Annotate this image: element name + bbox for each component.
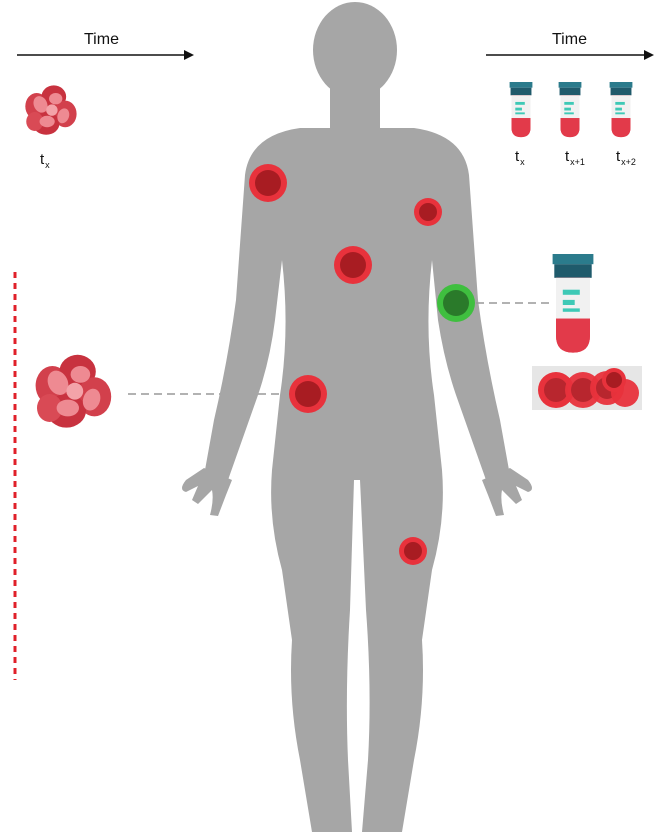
left-sample-label: tx xyxy=(40,151,50,169)
lesion-chest-left xyxy=(414,198,442,226)
lesion-shoulder-right xyxy=(249,164,287,202)
tube-label-sub: x xyxy=(520,157,525,167)
lesion-thigh xyxy=(399,537,427,565)
tissue-biopsy-large-icon xyxy=(36,355,112,428)
left-sample-main: t xyxy=(40,151,44,168)
blood-tube-icon-tx2 xyxy=(610,82,633,137)
right-time-label: Time xyxy=(552,31,587,49)
tube-label-main: t xyxy=(515,148,519,165)
circulating-cells-icon xyxy=(532,366,642,410)
left-time-arrow xyxy=(17,50,194,60)
blood-tube-icon-tx xyxy=(510,82,533,137)
tube-label-sub: x+2 xyxy=(621,157,636,167)
body-silhouette-icon xyxy=(182,2,532,832)
tube-label-sub: x+1 xyxy=(570,157,585,167)
lesion-hip xyxy=(289,375,327,413)
left-time-label: Time xyxy=(84,31,119,49)
tube-label-tx2: tx+2 xyxy=(616,148,636,166)
lesion-chest-center xyxy=(334,246,372,284)
lesion-arm-green xyxy=(437,284,475,322)
tube-label-tx: tx xyxy=(515,148,525,166)
right-time-arrow xyxy=(486,50,654,60)
tube-label-main: t xyxy=(616,148,620,165)
tube-label-main: t xyxy=(565,148,569,165)
blood-tube-icon-large xyxy=(553,254,594,353)
blood-tube-icon-tx1 xyxy=(559,82,582,137)
left-sample-sub: x xyxy=(45,160,50,170)
tissue-biopsy-icon xyxy=(25,85,76,134)
tube-label-tx1: tx+1 xyxy=(565,148,585,166)
